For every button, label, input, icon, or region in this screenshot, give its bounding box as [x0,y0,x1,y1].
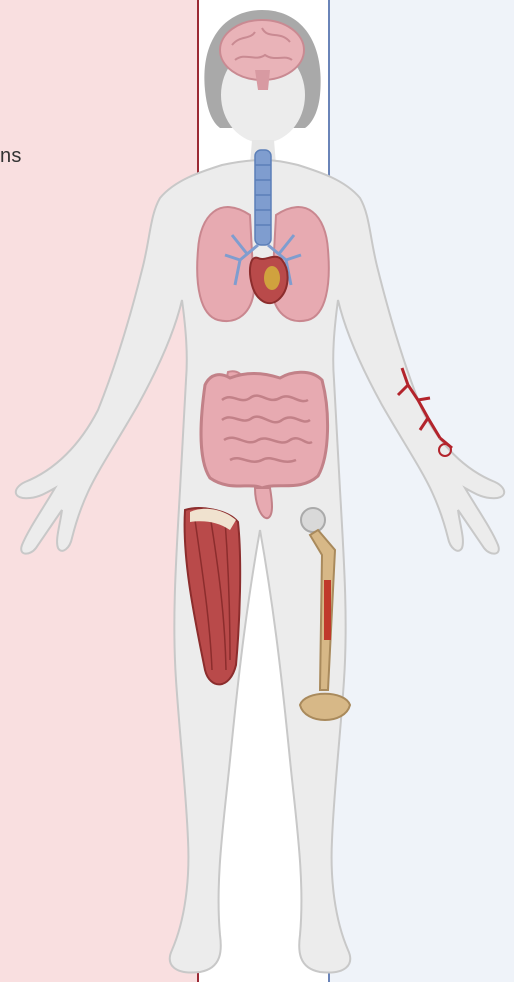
trachea [255,150,271,245]
